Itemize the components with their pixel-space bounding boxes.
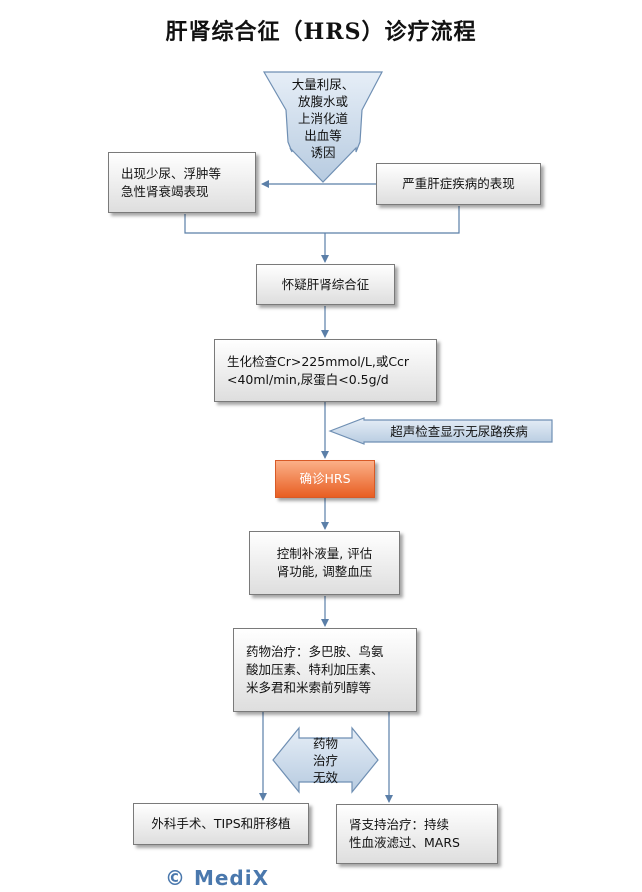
renal-support-node: 肾支持治疗：持续 性血液滤过、MARS — [336, 804, 498, 864]
liver-disease-node: 严重肝症疾病的表现 — [376, 163, 541, 205]
oliguria-node: 出现少尿、浮肿等 急性肾衰竭表现 — [108, 152, 256, 213]
trigger-label: 大量利尿、 放腹水或 上消化道 出血等 诱因 — [291, 77, 355, 160]
control-node: 控制补液量, 评估 肾功能, 调整血压 — [249, 531, 400, 595]
drug-therapy-label: 药物治疗：多巴胺、鸟氨 酸加压素、特利加压素、 米多君和米索前列醇等 — [246, 644, 384, 695]
surgery-node: 外科手术、TIPS和肝移植 — [133, 803, 309, 845]
page-title: 肝肾综合征（HRS）诊疗流程 — [165, 19, 477, 45]
ultrasound-label: 超声检查显示无尿路疾病 — [390, 424, 528, 439]
liver-disease-label: 严重肝症疾病的表现 — [402, 176, 515, 191]
renal-support-label: 肾支持治疗：持续 性血液滤过、MARS — [349, 817, 460, 850]
biochem-node: 生化检查Cr>225mmol/L,或Ccr <40ml/min,尿蛋白<0.5g… — [214, 339, 437, 402]
surgery-label: 外科手术、TIPS和肝移植 — [151, 816, 291, 831]
medix-watermark: © MediX — [165, 866, 270, 890]
control-label: 控制补液量, 评估 肾功能, 调整血压 — [276, 546, 373, 579]
confirm-hrs-label: 确诊HRS — [299, 471, 351, 486]
suspect-hrs-node: 怀疑肝肾综合征 — [256, 264, 395, 305]
trigger-arrow-shape — [262, 71, 383, 183]
ultrasound-arrow-shape — [328, 417, 553, 445]
oliguria-label: 出现少尿、浮肿等 急性肾衰竭表现 — [121, 165, 222, 199]
confirm-hrs-node: 确诊HRS — [275, 460, 375, 498]
suspect-hrs-label: 怀疑肝肾综合征 — [281, 276, 370, 292]
connector-merge — [184, 206, 460, 234]
biochem-label: 生化检查Cr>225mmol/L,或Ccr <40ml/min,尿蛋白<0.5g… — [227, 353, 410, 387]
drug-therapy-node: 药物治疗：多巴胺、鸟氨 酸加压素、特利加压素、 米多君和米索前列醇等 — [233, 628, 417, 712]
drug-fail-arrow-shape — [272, 726, 379, 794]
drug-fail-label: 药物 治疗 无效 — [312, 736, 338, 785]
